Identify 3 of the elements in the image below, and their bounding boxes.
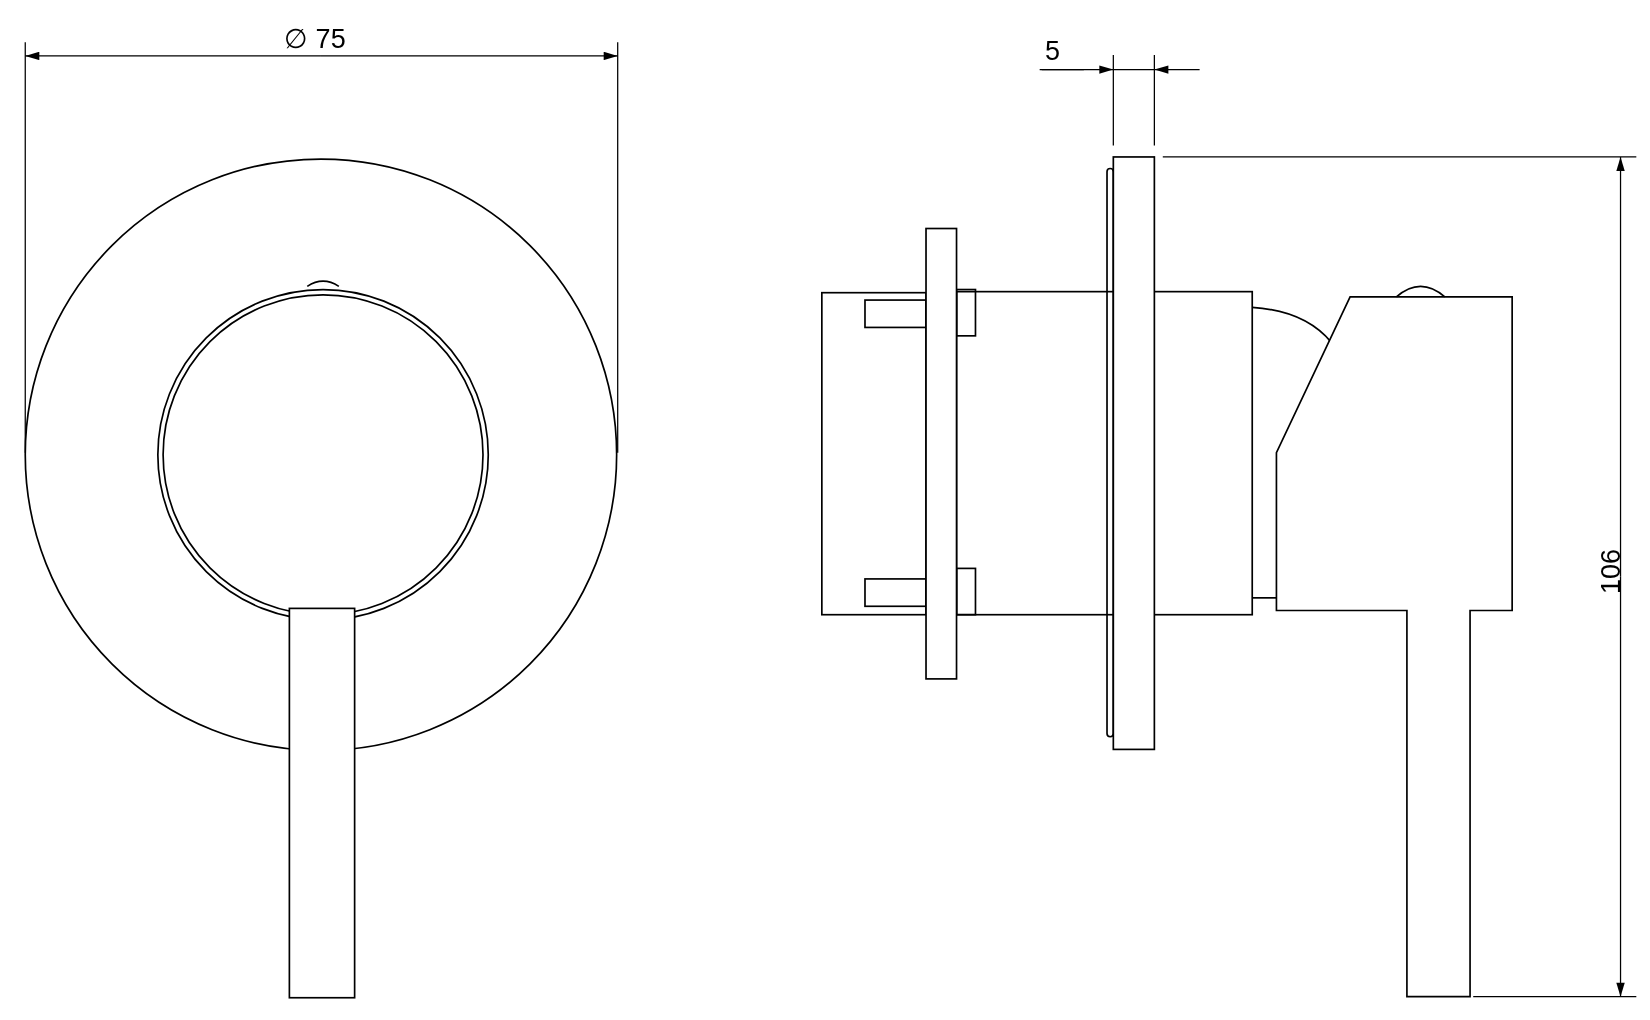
dimension-label: 106 (1598, 548, 1625, 594)
dimension-label: ∅ 75 (284, 26, 346, 54)
dimension-label: 5 (1044, 37, 1060, 65)
